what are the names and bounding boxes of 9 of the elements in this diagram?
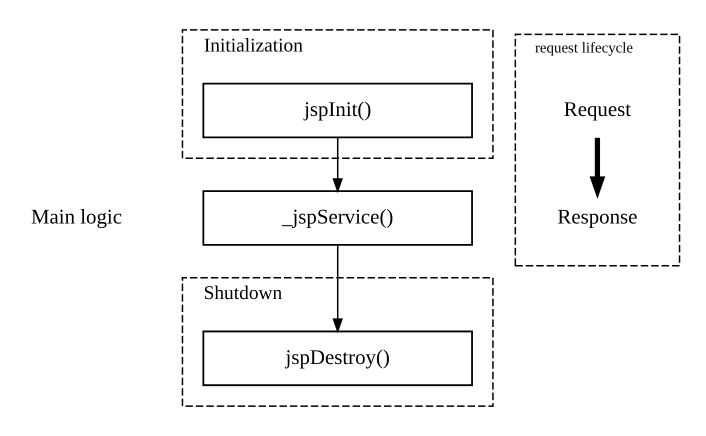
node-box: _jspService() <box>202 190 473 246</box>
arrow <box>332 245 343 334</box>
node-text: Request <box>564 97 632 122</box>
node-text: Response <box>557 204 638 229</box>
node-box: jspDestroy() <box>202 330 473 386</box>
node-label: Main logic <box>30 204 122 229</box>
node-box: jspInit() <box>202 82 473 138</box>
arrow <box>590 138 606 199</box>
arrow <box>332 138 343 194</box>
